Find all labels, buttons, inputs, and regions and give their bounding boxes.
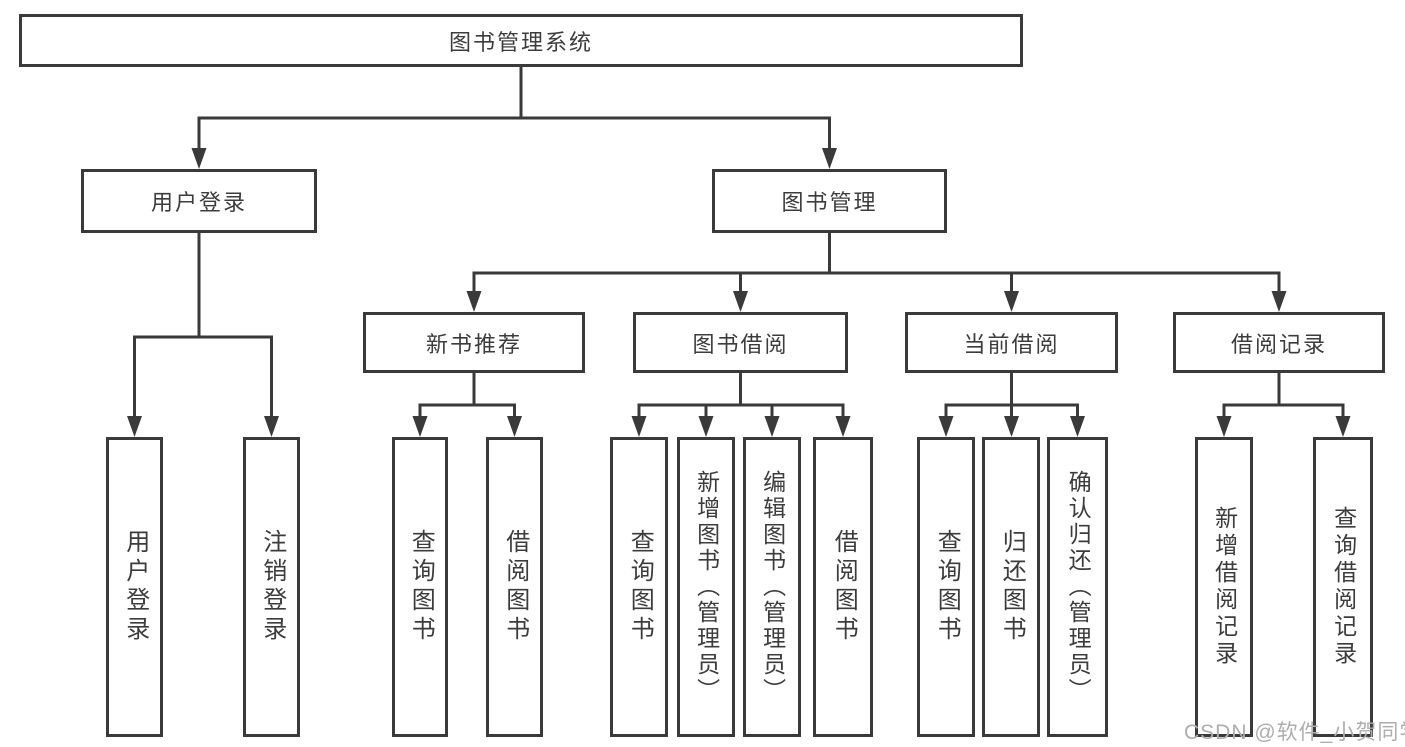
node-label: 借阅记录 [1230,331,1327,357]
node-label: 新书推荐 [425,331,522,357]
node-label: 图书管理 [781,190,878,215]
node-root-system: 图书管理系统 [19,14,1023,67]
node-new-book-recommend: 新书推荐 [363,312,585,373]
leaf-borrow-book: 借阅图书 [813,437,873,737]
node-current-borrow: 当前借阅 [905,312,1118,373]
leaf-add-book-admin: 新增图书（管理员） [677,437,735,737]
node-label: 当前借阅 [963,331,1060,357]
leaf-query-book-current: 查询图书 [917,437,975,737]
leaf-edit-book-admin: 编辑图书（管理员） [743,437,801,737]
node-label: 图书管理系统 [448,29,593,55]
node-label: 用户登录 [150,190,247,215]
leaf-return-book: 归还图书 [982,437,1040,737]
leaf-user-login: 用户登录 [106,437,163,737]
leaf-query-book-recommend: 查询图书 [392,437,448,737]
node-label: 图书借阅 [692,331,789,357]
leaf-add-borrow-record: 新增借阅记录 [1195,437,1253,737]
node-book-borrow: 图书借阅 [633,312,848,373]
leaf-borrow-book-recommend: 借阅图书 [486,437,543,737]
leaf-query-borrow-record: 查询借阅记录 [1313,437,1373,737]
csdn-watermark: CSDN @软件_小贺同学 [1184,721,1405,744]
leaf-confirm-return-admin: 确认归还（管理员） [1047,437,1108,737]
leaf-logout: 注销登录 [243,437,300,737]
node-user-login: 用户登录 [81,169,317,233]
node-book-management: 图书管理 [712,169,947,233]
leaf-query-book-borrow: 查询图书 [610,437,668,737]
node-borrow-record: 借阅记录 [1173,312,1385,373]
